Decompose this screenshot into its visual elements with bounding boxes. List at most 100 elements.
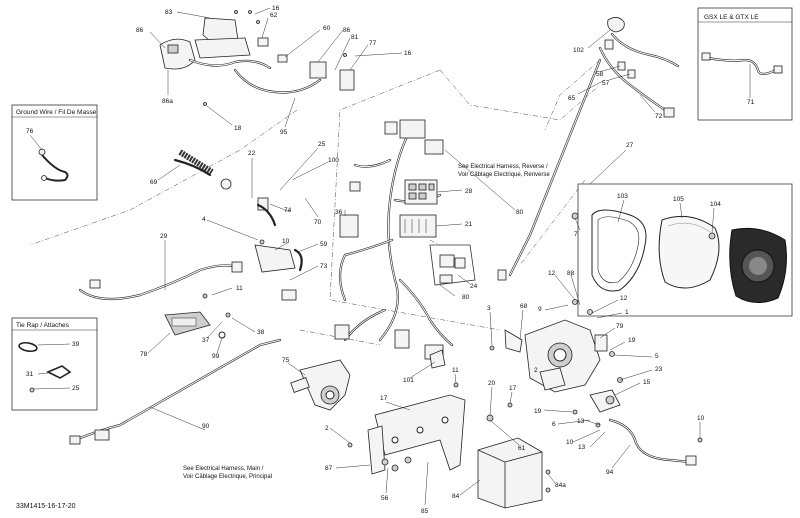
callout-3: 3 <box>487 305 491 312</box>
callout-1: 1 <box>625 309 629 316</box>
handlebar-switch-assembly <box>159 10 355 106</box>
main-wiring-harness <box>334 119 454 369</box>
callout-18: 18 <box>234 125 242 132</box>
callout-19: 19 <box>628 337 636 344</box>
callout-90: 90 <box>202 423 210 430</box>
left-harness <box>78 149 303 301</box>
gauge-lens-105 <box>658 215 720 289</box>
callout-31: 31 <box>26 371 34 378</box>
callout-75: 75 <box>282 357 290 364</box>
callout-22: 22 <box>248 150 256 157</box>
callout-16: 16 <box>272 5 280 12</box>
tie-rap-loop-39 <box>18 341 38 353</box>
actuator-motor-75 <box>290 359 351 411</box>
callout-9: 9 <box>538 306 542 313</box>
callout-65: 65 <box>568 95 576 102</box>
callout-99: 99 <box>212 353 220 360</box>
callout-84a: 84a <box>555 482 566 489</box>
callout-102: 102 <box>573 47 584 54</box>
callout-2-b: 2 <box>534 367 538 374</box>
gauge-screw-104 <box>708 232 716 240</box>
callout-101: 101 <box>403 377 414 384</box>
callout-68: 68 <box>520 303 528 310</box>
dashed-reference-lines <box>29 59 601 346</box>
callout-104: 104 <box>710 201 721 208</box>
callout-39: 39 <box>72 341 80 348</box>
callout-7: 7 <box>574 231 578 238</box>
callout-13-b: 13 <box>578 444 586 451</box>
callout-62: 62 <box>270 12 278 19</box>
coil-69 <box>178 149 214 175</box>
inset-tie-rap: Tie Rap / Attaches 39 31 25 <box>11 317 98 411</box>
relay-box-28 <box>404 179 438 205</box>
callout-36: 36 <box>335 209 343 216</box>
inset-ground-wire: Ground Wire / Fil De Masse 76 <box>11 104 98 201</box>
callout-80: 80 <box>516 209 524 216</box>
callout-59: 59 <box>320 241 328 248</box>
callout-2: 2 <box>325 425 329 432</box>
callout-10-c: 10 <box>697 415 705 422</box>
fasteners <box>202 212 703 448</box>
callout-56: 56 <box>381 495 389 502</box>
callout-28: 28 <box>465 188 473 195</box>
callout-11-b: 11 <box>452 367 459 374</box>
callout-numbers: 83 16 62 86 60 86 81 77 16 86a 18 95 102… <box>136 5 721 515</box>
inset-ground-wire-title: Ground Wire / Fil De Masse <box>16 109 97 116</box>
callout-78: 78 <box>140 351 148 358</box>
callout-76: 76 <box>26 128 34 135</box>
main-harness-90 <box>69 338 282 445</box>
note-reverse-line1: See Electrical Harness, Reverse / <box>458 164 548 170</box>
mounting-bracket-17 <box>367 394 466 475</box>
callout-70: 70 <box>314 219 322 226</box>
callout-24: 24 <box>470 283 478 290</box>
inset-variant-harness: GSX LE & GTX LE 71 <box>697 7 793 121</box>
callout-85: 85 <box>421 508 429 515</box>
callout-103: 103 <box>617 193 628 200</box>
callout-37: 37 <box>202 337 210 344</box>
callout-100: 100 <box>328 157 339 164</box>
callout-57: 57 <box>602 80 610 87</box>
leader-lines <box>147 7 701 506</box>
callout-80-b: 80 <box>462 294 470 301</box>
callout-86a: 86a <box>162 98 173 105</box>
callout-61: 61 <box>518 445 526 452</box>
battery-box-84 <box>477 437 551 509</box>
callout-86: 86 <box>136 27 144 34</box>
callout-38: 38 <box>257 329 265 336</box>
throttle-body-assembly <box>504 299 623 413</box>
top-right-harness <box>497 17 680 281</box>
callout-13: 13 <box>577 418 585 425</box>
callout-16-b: 16 <box>404 50 412 57</box>
callout-20: 20 <box>488 380 496 387</box>
inset-tie-rap-title: Tie Rap / Attaches <box>16 322 70 329</box>
callout-25: 25 <box>72 385 80 392</box>
callout-12: 12 <box>548 270 556 277</box>
callout-74: 74 <box>284 207 292 214</box>
callout-81: 81 <box>351 34 359 41</box>
callout-86-right: 86 <box>343 27 351 34</box>
callout-94: 94 <box>606 469 614 476</box>
callout-60: 60 <box>323 25 331 32</box>
callout-10: 10 <box>282 238 290 245</box>
callout-87: 87 <box>325 465 333 472</box>
reference-notes: See Electrical Harness, Reverse / Voir C… <box>183 164 550 480</box>
note-main-line2: Voir Câblage Electrique, Principal <box>183 474 272 480</box>
document-id: 33M1415-16-17-20 <box>16 503 76 510</box>
gauge-cluster-frame <box>577 183 793 317</box>
connector-group-24 <box>429 244 476 286</box>
gauge-bezel-103 <box>591 209 647 292</box>
callout-23: 23 <box>655 366 663 373</box>
ecu-module-78 <box>164 311 211 336</box>
callout-58: 58 <box>596 71 604 78</box>
callout-69: 69 <box>150 179 158 186</box>
note-reverse-line2: Voir Câblage Electrique, Renverse <box>458 172 550 178</box>
callout-17-b: 17 <box>380 395 388 402</box>
callout-105: 105 <box>673 196 684 203</box>
callout-6: 6 <box>552 421 556 428</box>
tie-rap-loop-31 <box>46 365 72 379</box>
callout-15: 15 <box>643 379 651 386</box>
callout-21: 21 <box>465 221 473 228</box>
callout-79: 79 <box>616 323 624 330</box>
callout-11: 11 <box>236 285 243 292</box>
